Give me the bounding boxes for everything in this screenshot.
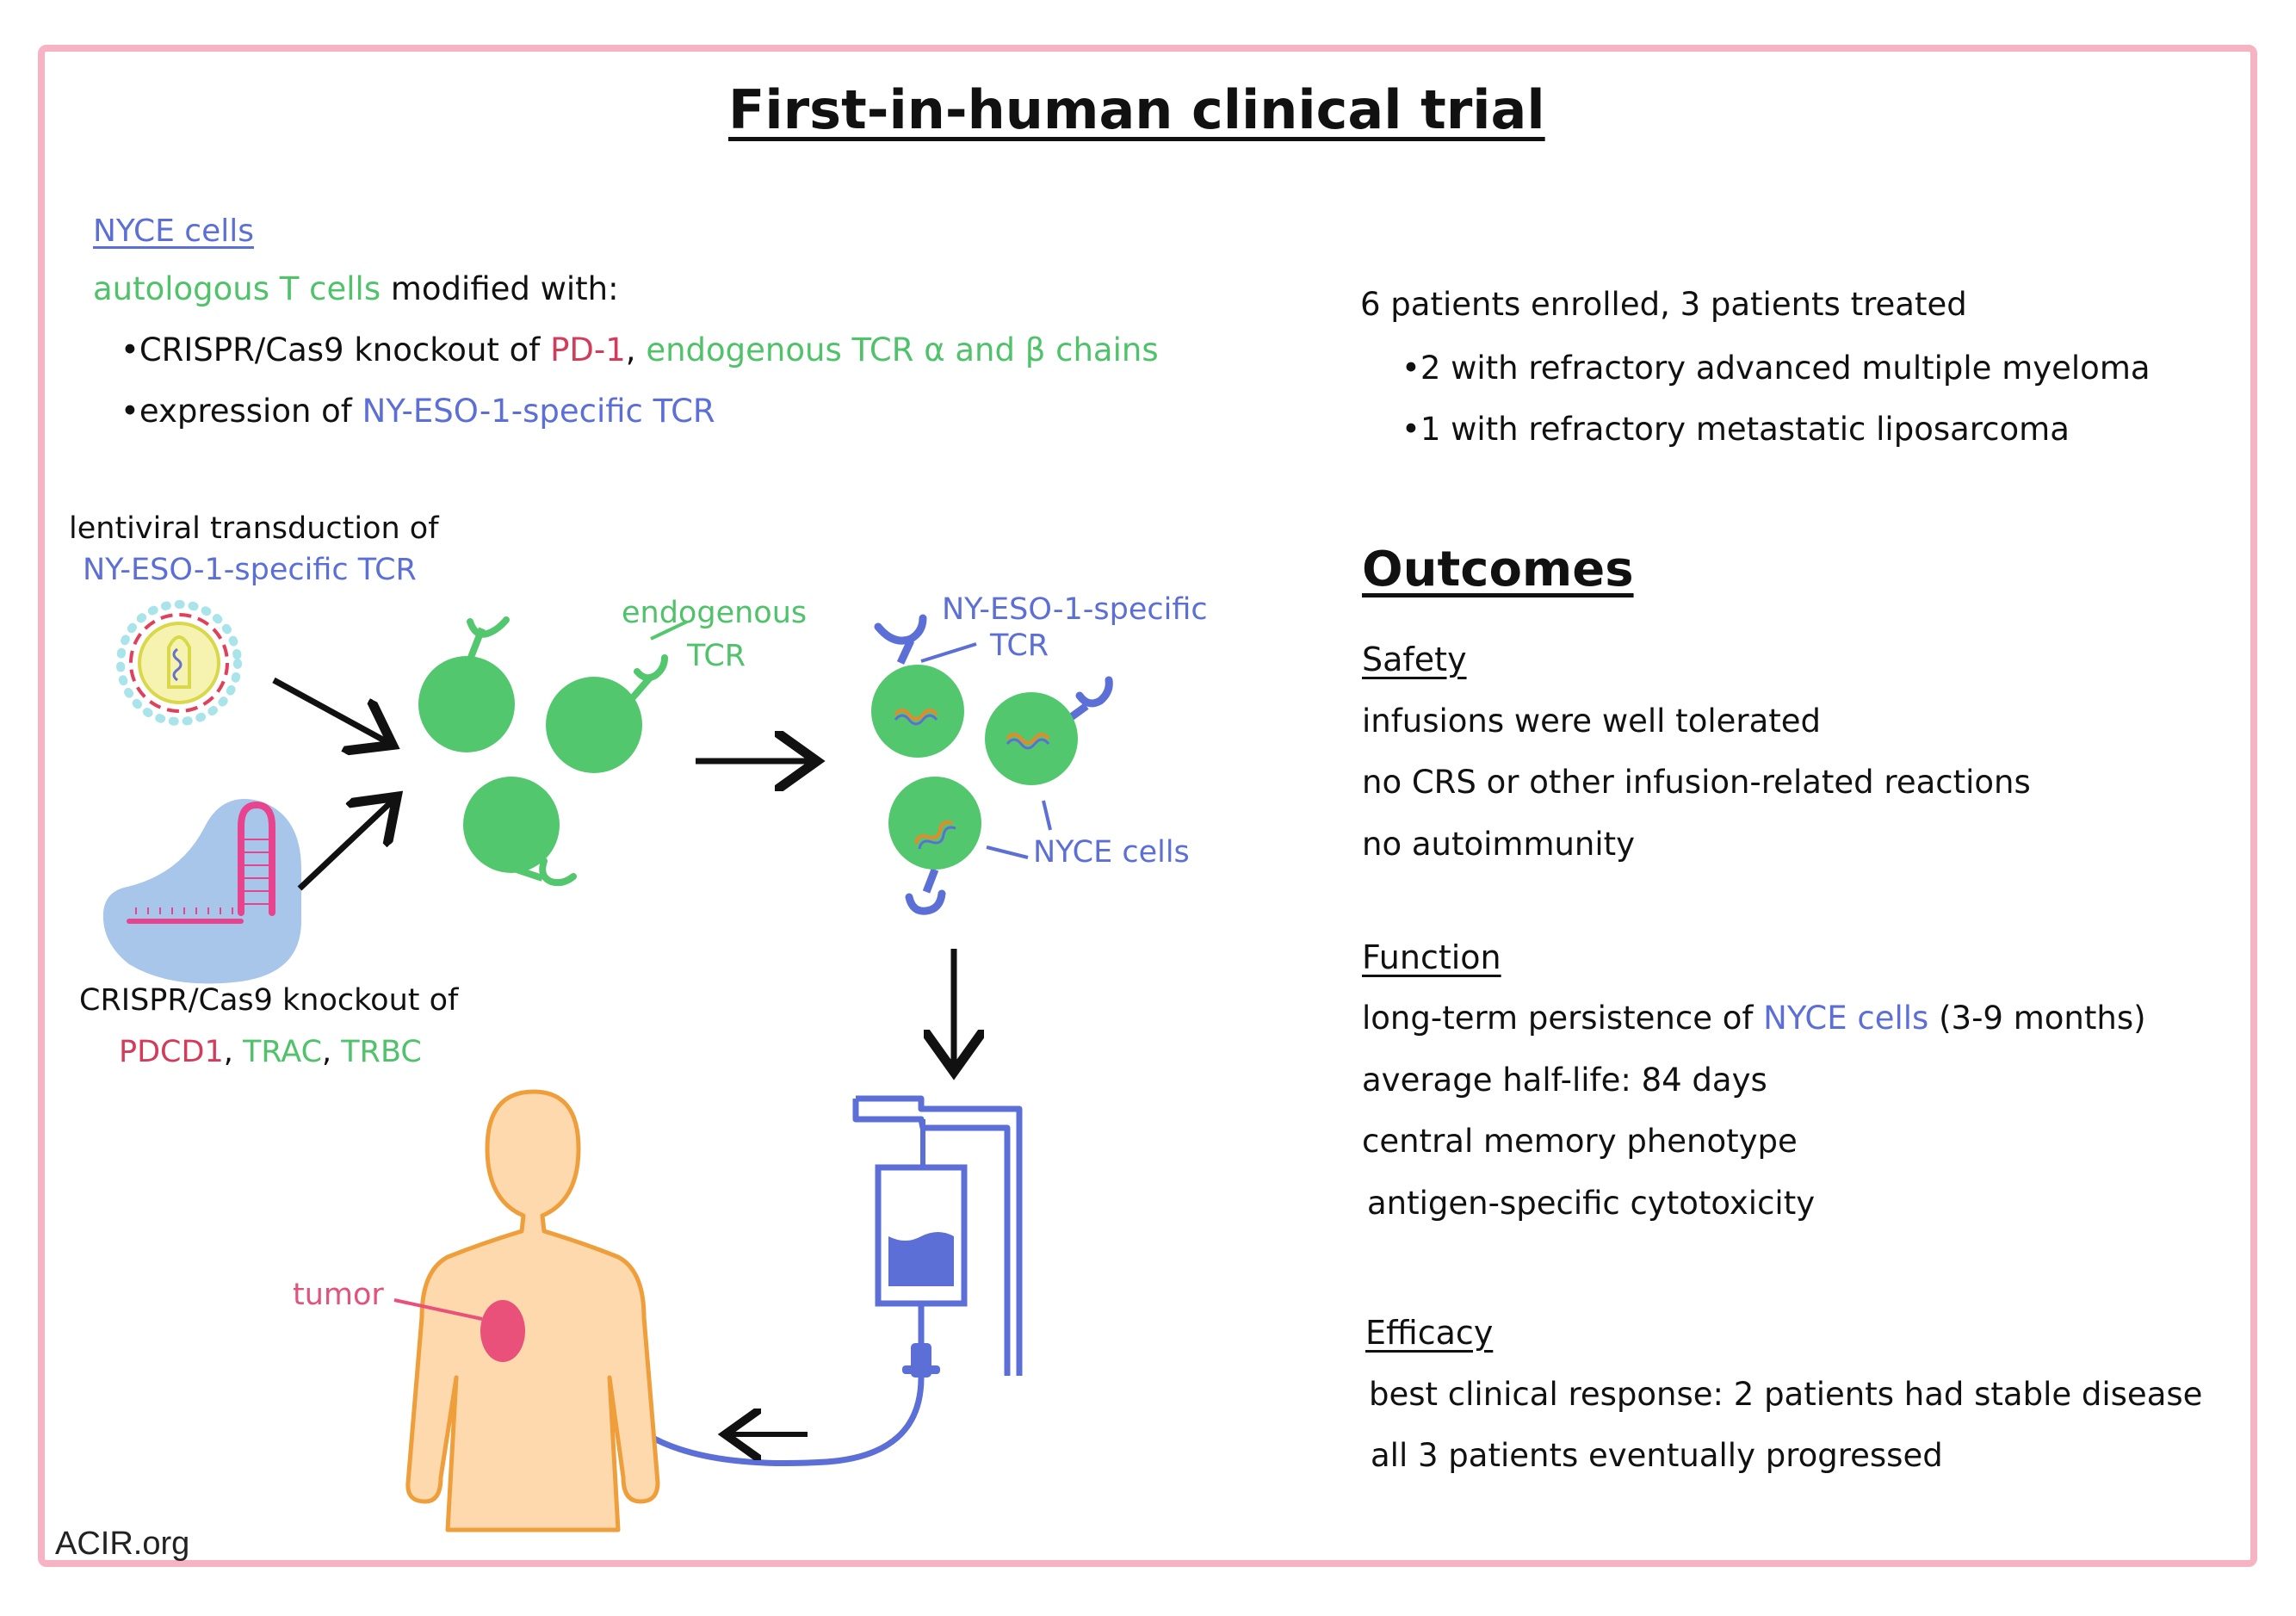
intro-bullet1: •CRISPR/Cas9 knockout of PD-1, endogenou… [121,331,1159,369]
patient-body-icon [405,1089,660,1532]
lentiviral-tcr-label: NY-ESO-1-specific TCR [83,553,417,587]
safety-heading: Safety [1362,641,1467,678]
nyce-cell [985,676,1113,785]
tumor-pointer [393,1298,483,1321]
persistence-prefix: long-term persistence of [1362,1000,1764,1037]
crispr-sep: , [322,1035,342,1069]
lentiviral-label: lentiviral transduction of [69,511,439,546]
function-item-persistence: long-term persistence of NYCE cells (3-9… [1362,1000,2146,1037]
iv-bag-icon [852,1095,1023,1378]
autologous-t-cells-text: autologous T cells [93,270,381,307]
cas9-icon [102,799,301,984]
bullet1-prefix: •CRISPR/Cas9 knockout of [121,331,551,368]
endogenous-tcr-label: TCR [687,639,746,673]
enrollment-bullet-myeloma: •2 with refractory advanced multiple mye… [1402,350,2151,387]
crispr-targets: PDCD1, TRAC, TRBC [119,1035,422,1069]
nyce-cell [888,777,981,915]
nyce-cell [871,614,964,758]
trac-text: TRAC [242,1035,323,1069]
lentivirus-icon [116,600,242,726]
safety-item: no autoimmunity [1362,826,1636,863]
nyce-cells-group [871,614,1113,915]
enrollment-summary: 6 patients enrolled, 3 patients treated [1360,286,1967,323]
crispr-sep: , [223,1035,243,1069]
acir-credit: ACIR.org [55,1526,190,1562]
pd1-text: PD-1 [550,331,626,368]
knockout-arrow [297,801,393,891]
endogenous-label: endogenous [622,596,808,630]
page-frame [38,45,2257,1567]
t-cell [463,777,577,887]
bullet1-sep: , [625,331,647,368]
page-title: First-in-human clinical trial [728,78,1545,141]
efficacy-item: all 3 patients eventually progressed [1371,1437,1943,1474]
endogenous-tcr-pointer [650,620,688,641]
nyce-pointer [986,845,1029,859]
efficacy-item: best clinical response: 2 patients had s… [1369,1376,2203,1413]
endogenous-tcr-chains-text: endogenous TCR α and β chains [646,331,1159,368]
function-item: average half-life: 84 days [1362,1062,1767,1099]
safety-item: infusions were well tolerated [1362,703,1822,740]
intro-line1: autologous T cells modified with: [93,270,619,308]
tumor-icon [480,1300,525,1362]
function-heading: Function [1362,938,1501,976]
intro-bullet2: •expression of NY-ESO-1-specific TCR [121,393,715,430]
crispr-label: CRISPR/Cas9 knockout of [79,983,459,1018]
function-item: central memory phenotype [1362,1123,1798,1160]
nyce-cells-label: NYCE cells [1033,835,1190,870]
nyeso-tcr-text: NY-ESO-1-specific TCR [362,393,715,430]
outcomes-heading: Outcomes [1362,542,1634,597]
nyeso-tcr-pointer [920,642,977,663]
nyce-cells-text: NYCE cells [1763,1000,1929,1037]
nyeso-receptor-label: NY-ESO-1-specific [942,592,1208,627]
enrollment-bullet-liposarcoma: •1 with refractory metastatic liposarcom… [1402,411,2070,448]
function-item: antigen-specific cytotoxicity [1367,1185,1816,1222]
modified-with-text: modified with: [381,270,619,307]
persistence-range: (3-9 months) [1928,1000,2146,1037]
tumor-label: tumor [293,1278,384,1312]
efficacy-heading: Efficacy [1365,1314,1494,1352]
t-cell [546,654,668,773]
t-cells-group [418,616,668,887]
transduction-arrow [272,677,387,742]
trbc-text: TRBC [341,1035,422,1069]
nyeso-receptor-tcr-label: TCR [990,628,1049,663]
bullet2-prefix: •expression of [121,393,362,430]
safety-item: no CRS or other infusion-related reactio… [1362,764,2031,801]
t-cell [418,616,515,752]
pdcd1-text: PDCD1 [119,1035,224,1069]
nyce-pointer [1042,800,1052,831]
intro-heading: NYCE cells [93,214,254,249]
